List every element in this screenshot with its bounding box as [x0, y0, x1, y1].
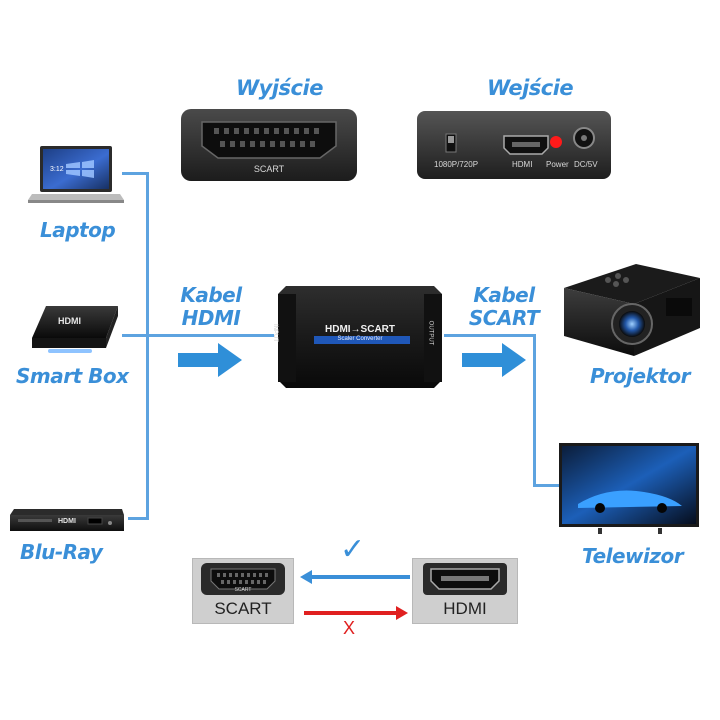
- television: [558, 442, 700, 534]
- output-label-telewizor: Telewizor: [582, 544, 684, 568]
- power-label: Power: [546, 160, 569, 169]
- hdmi-flow-arrow-icon: [178, 343, 242, 377]
- hdmi-to-scart-arrow-icon: [300, 570, 410, 584]
- converter-output-label: OUTPUT: [427, 320, 434, 346]
- source-label-laptop: Laptop: [40, 218, 116, 242]
- hdmi-port-label: HDMI: [512, 160, 533, 169]
- bluray-brand: HDMI: [58, 518, 76, 525]
- output-bus-vertical: [533, 334, 536, 486]
- smartbox-brand: HDMI: [58, 316, 81, 326]
- scart-direction-box: SCART SCART: [192, 558, 294, 624]
- converter-input-label: INPUT: [272, 324, 278, 342]
- laptop-icon: [28, 146, 124, 203]
- scart-mini-connector-icon: [201, 563, 285, 595]
- scart-port-label: SCART: [253, 164, 285, 174]
- converter-subtitle: Scaler Converter: [337, 336, 383, 342]
- smartbox-connector-line: [122, 334, 274, 337]
- scart-cable-label: Kabel SCART: [466, 284, 542, 330]
- television-icon: [559, 443, 699, 534]
- hdmi-mini-connector-icon: [423, 563, 507, 595]
- hdmi-direction-box: HDMI: [412, 558, 518, 624]
- scart-to-hdmi-arrow-icon: [304, 606, 408, 620]
- cross-mark-icon: X: [343, 618, 356, 638]
- hdmi-to-scart-converter: HDMI→SCART Scaler Converter INPUT OUTPUT: [272, 280, 448, 390]
- scart-connector-icon: [181, 109, 357, 181]
- scart-mini-port-label: SCART: [234, 587, 252, 593]
- hdmi-cable-label-line2: HDMI: [181, 306, 241, 330]
- tv-connector-line: [533, 484, 559, 487]
- scart-output-panel: SCART: [180, 108, 358, 182]
- projector: [556, 258, 706, 362]
- laptop-time: 3:12: [50, 166, 64, 173]
- output-label-projektor: Projektor: [590, 364, 691, 388]
- switch-label: 1080P/720P: [434, 160, 479, 169]
- scart-cable-label-line2: SCART: [468, 306, 540, 330]
- output-title: Wyjście: [236, 76, 323, 100]
- dc-label: DC/5V: [574, 160, 598, 169]
- blu-ray-player: HDMI: [8, 505, 126, 535]
- source-label-smart-box: Smart Box: [16, 364, 129, 388]
- input-panel-icon: [417, 111, 611, 179]
- bluray-connector-line: [128, 517, 148, 520]
- hdmi-cable-label: Kabel HDMI: [176, 284, 246, 330]
- laptop: 3:12: [28, 144, 124, 206]
- input-title: Wejście: [487, 76, 574, 100]
- blu-ray-icon: [10, 509, 124, 531]
- source-label-blu-ray: Blu-Ray: [20, 540, 103, 564]
- hdmi-cable-label-line1: Kabel: [180, 283, 242, 307]
- source-bus-vertical: [146, 172, 149, 520]
- scart-box-label: SCART: [214, 599, 272, 618]
- smart-box-icon: [32, 306, 118, 353]
- hdmi-box-label: HDMI: [443, 599, 487, 618]
- converter-title: HDMI→SCART: [325, 324, 395, 335]
- check-mark-icon: ✓: [340, 532, 366, 567]
- converter-icon: [278, 286, 442, 388]
- smart-box: HDMI: [26, 302, 124, 358]
- scart-flow-arrow-icon: [462, 343, 526, 377]
- input-panel: 1080P/720P HDMI Power DC/5V: [416, 110, 612, 180]
- laptop-connector-line: [122, 172, 148, 175]
- output-bus-horizontal: [444, 334, 536, 337]
- projector-icon: [564, 264, 700, 356]
- scart-cable-label-line1: Kabel: [473, 283, 535, 307]
